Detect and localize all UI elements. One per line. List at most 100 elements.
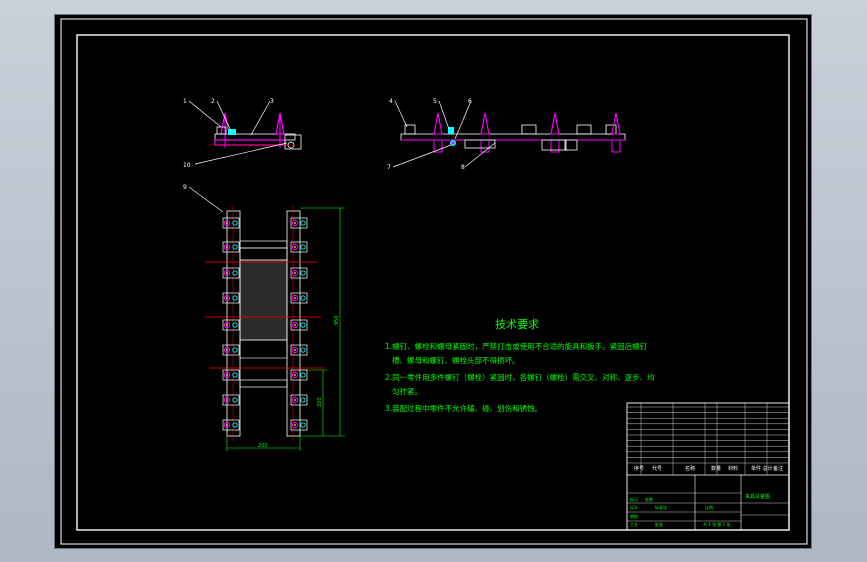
clamp-pad	[222, 344, 240, 356]
clamp-screw	[232, 295, 238, 301]
balloon-10: 10	[183, 162, 191, 169]
tb-sheet-of: 共 1 张 第 1 张	[703, 521, 730, 527]
balloon-4: 4	[389, 98, 393, 105]
clamp-screw	[300, 422, 306, 428]
cad-viewport[interactable]: 1 2 3 10 4 5 6 7 8	[54, 14, 812, 549]
clamp-pad	[290, 217, 308, 229]
clamp-pad	[222, 267, 240, 279]
clamp-pad	[290, 267, 308, 279]
clamp-screw	[232, 244, 238, 250]
clamp-pad	[222, 292, 240, 304]
tb-col-name: 名称	[685, 465, 695, 472]
plan-view-annotations: 9 200 950 320	[183, 184, 340, 449]
balloon-9: 9	[183, 184, 187, 191]
tb-row-design: 设计	[630, 504, 638, 510]
tb-row-approve: 批准	[655, 521, 663, 527]
locating-pin	[291, 371, 299, 379]
pin-center	[226, 222, 228, 224]
clamp-screw	[232, 422, 238, 428]
note-line-3: 2.同一零件用多件螺钉（螺栓）紧固时，各螺钉（螺栓）需交叉、对称、逐步、均	[385, 372, 655, 382]
tb-row-mark: 标记	[630, 496, 638, 502]
note-line-2: 槽、螺母和螺钉、螺栓头部不得损坏。	[392, 355, 520, 365]
title-block: 序号 代号 名称 数量 材料 单件 总计 备注 标记 处数 设计 标准化 审核 …	[626, 402, 790, 531]
tb-col-qty: 数量	[711, 465, 721, 472]
side-view	[392, 100, 626, 168]
clamp-pad	[222, 369, 240, 381]
clamp-screw	[300, 270, 306, 276]
clamp-screw	[232, 347, 238, 353]
clamp-pad	[222, 217, 240, 229]
front-view	[188, 100, 302, 165]
balloon-2: 2	[211, 98, 215, 105]
clamp-screw	[232, 372, 238, 378]
pin-center	[226, 399, 228, 401]
dim-half: 320	[317, 397, 323, 407]
pin-center	[294, 349, 296, 351]
locating-pin	[223, 294, 231, 302]
clamp-pad	[222, 419, 240, 431]
pin-center	[226, 297, 228, 299]
pin-center	[226, 349, 228, 351]
pin-center	[226, 246, 228, 248]
dim-width: 200	[258, 443, 268, 449]
tb-scale: 比例	[705, 504, 713, 510]
clamp-pad	[290, 292, 308, 304]
clamp-screw	[232, 220, 238, 226]
clamp-screw	[300, 220, 306, 226]
clamp-pad	[290, 369, 308, 381]
pin-center	[226, 424, 228, 426]
tb-col-note: 备注	[773, 465, 783, 472]
clamp-pad	[290, 241, 308, 253]
locating-pin	[291, 396, 299, 404]
clamp-screw	[232, 397, 238, 403]
locating-pin	[291, 243, 299, 251]
pin-center	[226, 324, 228, 326]
clamp-screw	[300, 322, 306, 328]
tb-row-process: 工艺	[630, 522, 638, 527]
tb-row-count: 处数	[645, 496, 653, 502]
tech-requirements: 技术要求 1.螺钉、螺栓和螺母紧固时，严禁打击或使用不合适的旋具和扳手。紧固后螺…	[385, 318, 655, 413]
clamp-screw	[300, 347, 306, 353]
locating-pin	[291, 421, 299, 429]
locating-pin	[223, 321, 231, 329]
note-line-5: 3.装配过程中零件不允许磕、碰、划伤和锈蚀。	[385, 403, 542, 413]
balloon-5: 5	[433, 98, 437, 105]
clamp-pad	[290, 319, 308, 331]
clamp-screw	[300, 372, 306, 378]
tb-col-seq: 序号	[634, 465, 644, 472]
tb-row-std: 标准化	[655, 504, 667, 510]
locating-pin	[291, 321, 299, 329]
locating-pin	[223, 421, 231, 429]
drawing-sheet: 1 2 3 10 4 5 6 7 8	[60, 18, 808, 545]
pin-center	[294, 272, 296, 274]
pin-center	[226, 374, 228, 376]
tb-drawing-title: 夹具总装图	[745, 493, 770, 500]
clamp-screw	[232, 270, 238, 276]
tb-col-code: 代号	[652, 465, 662, 472]
locating-pin	[223, 219, 231, 227]
locating-pin	[223, 396, 231, 404]
tb-col-mass: 单件 总计	[751, 465, 773, 472]
front-view-balloons: 1 2 3 10	[183, 98, 274, 169]
inner-frame	[76, 34, 790, 531]
clamp-pad	[290, 419, 308, 431]
balloon-7: 7	[387, 164, 391, 171]
clamp-screw	[300, 397, 306, 403]
locating-pin	[223, 243, 231, 251]
pin-center	[294, 374, 296, 376]
clamp-pad	[290, 394, 308, 406]
clamp-pad	[290, 344, 308, 356]
pin-center	[226, 272, 228, 274]
tb-row-check: 审核	[630, 513, 638, 519]
side-view-balloons: 4 5 6 7 8	[387, 98, 472, 171]
balloon-8: 8	[461, 164, 465, 171]
tb-col-material: 材料	[728, 465, 738, 472]
dim-height: 950	[334, 315, 340, 325]
clamp-screw	[300, 295, 306, 301]
plan-view	[188, 186, 345, 451]
locating-pin	[291, 294, 299, 302]
pin-center	[294, 297, 296, 299]
pin-center	[294, 246, 296, 248]
pin-center	[294, 399, 296, 401]
pin-center	[294, 424, 296, 426]
